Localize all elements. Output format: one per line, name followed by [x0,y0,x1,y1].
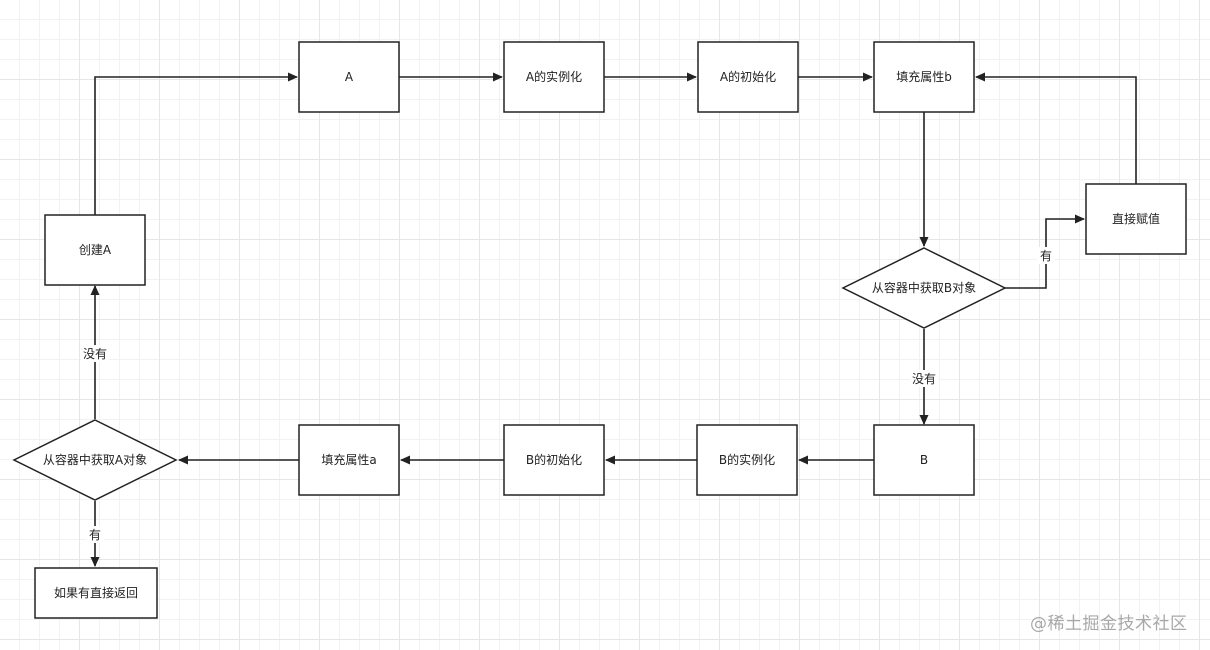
node-b-initialize[interactable]: B的初始化 [503,424,605,496]
node-a-label: A [345,70,354,84]
watermark: @稀土掘金技术社区 [1030,614,1188,634]
node-fill-property-a[interactable]: 填充属性a [298,424,400,496]
node-a[interactable]: A [298,41,400,113]
edges [90,72,1137,567]
node-get-a-from-container-label: 从容器中获取A对象 [43,452,147,467]
edge-labels: 有 没有 没有 有 [81,247,1055,543]
node-get-b-from-container[interactable]: 从容器中获取B对象 [841,247,1007,329]
edge-create-a-to-a [94,72,298,215]
node-return-directly[interactable]: 如果有直接返回 [34,567,158,619]
node-fill-property-a-label: 填充属性a [321,452,376,467]
node-b[interactable]: B [873,424,975,496]
node-b-initialize-label: B的初始化 [526,452,582,467]
edge-label-a-missing: 没有 [83,346,107,361]
node-a-instantiate[interactable]: A的实例化 [503,41,605,113]
node-return-directly-label: 如果有直接返回 [54,585,138,600]
node-b-instantiate[interactable]: B的实例化 [696,424,798,496]
node-assign-directly[interactable]: 直接赋值 [1085,183,1187,255]
node-b-instantiate-label: B的实例化 [719,452,775,467]
node-fill-property-b[interactable]: 填充属性b [873,41,975,113]
node-create-a[interactable]: 创建A [44,214,146,286]
edge-label-a-exists: 有 [89,528,101,542]
node-get-a-from-container[interactable]: 从容器中获取A对象 [12,419,178,501]
node-a-initialize-label: A的初始化 [720,69,776,84]
node-a-instantiate-label: A的实例化 [526,69,582,84]
node-assign-directly-label: 直接赋值 [1112,211,1160,226]
node-a-initialize[interactable]: A的初始化 [697,41,799,113]
edge-assign-to-fill-b [975,72,1137,184]
node-b-label: B [920,453,928,467]
edge-label-b-missing: 没有 [912,371,936,386]
node-create-a-label: 创建A [79,243,112,257]
node-fill-property-b-label: 填充属性b [896,69,952,84]
edge-label-b-exists: 有 [1040,249,1052,263]
node-get-b-from-container-label: 从容器中获取B对象 [872,280,976,295]
